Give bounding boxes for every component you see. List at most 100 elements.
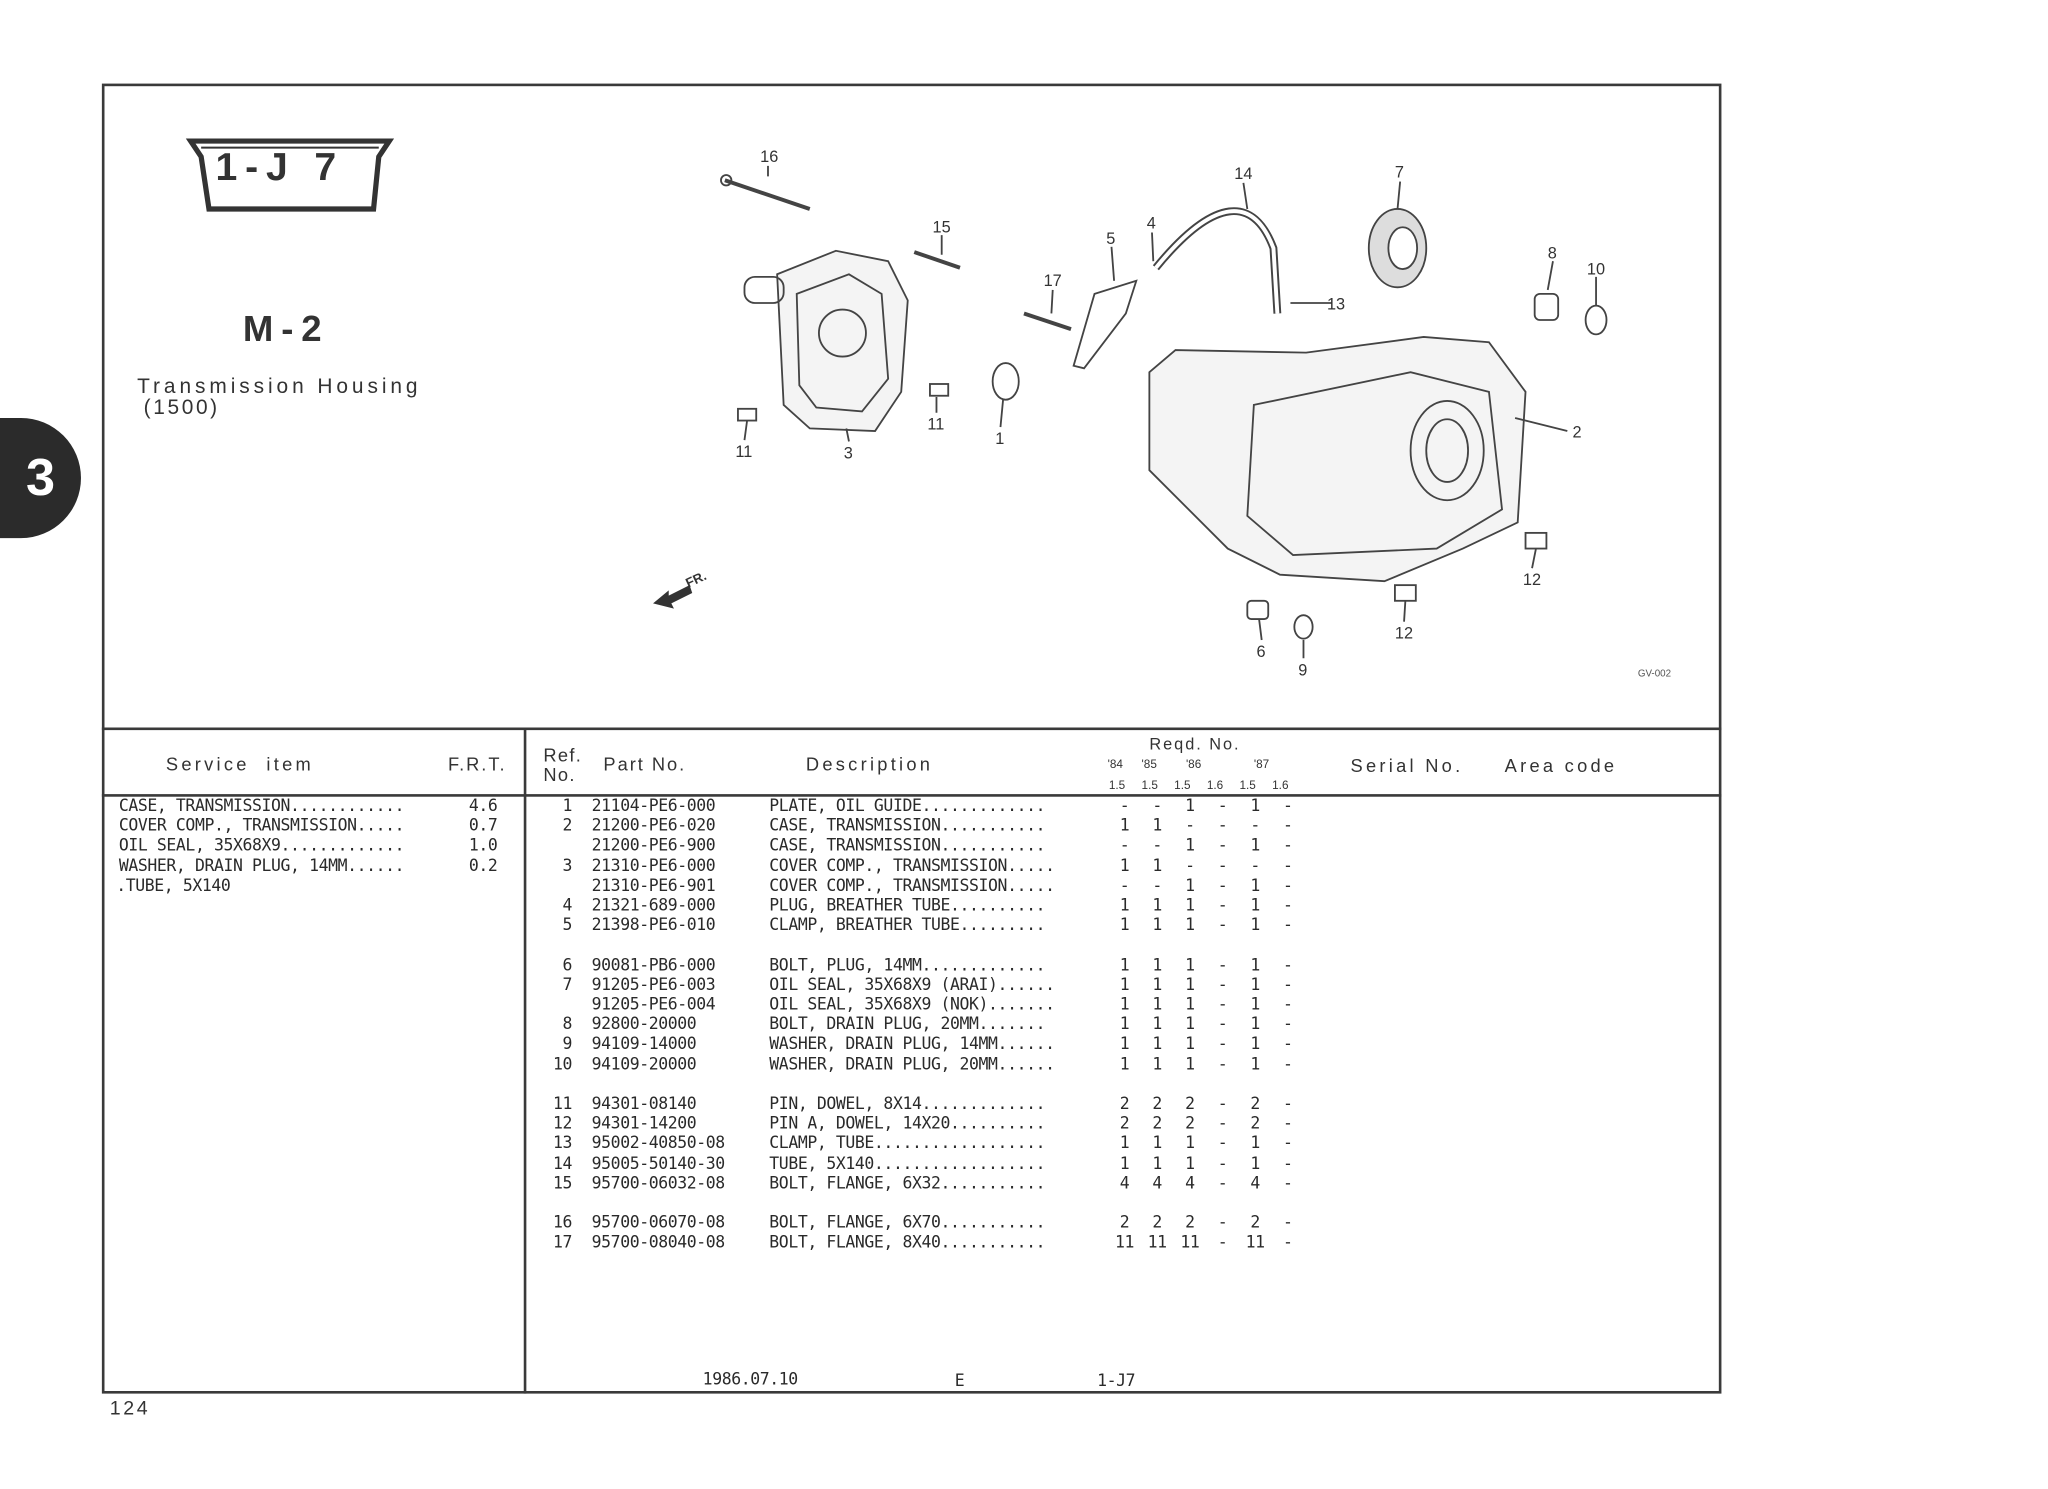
required-qty: 1 <box>1185 894 1195 915</box>
part-number: 90081-PB6-000 <box>591 954 716 974</box>
callout-2: 2 <box>1573 424 1582 442</box>
callout-12b: 12 <box>1395 625 1413 643</box>
part-description: BOLT, FLANGE, 6X32........... <box>769 1172 1046 1193</box>
cover-part-illustration <box>743 249 909 432</box>
required-qty: - <box>1250 854 1260 875</box>
part-description: PLUG, BREATHER TUBE.......... <box>769 894 1046 915</box>
required-qty: - <box>1119 795 1130 816</box>
required-qty: - <box>1283 1093 1293 1113</box>
required-qty: 1 <box>1152 914 1162 935</box>
required-qty: - <box>1283 795 1293 816</box>
required-qty: - <box>1217 1172 1228 1193</box>
part-no-header: Part No. <box>603 753 687 775</box>
front-arrow-icon: FR. <box>653 568 709 609</box>
part-number: 92800-20000 <box>591 1013 697 1034</box>
required-qty: 2 <box>1152 1113 1162 1133</box>
callout-9: 9 <box>1298 661 1307 679</box>
header-divider <box>101 794 1722 797</box>
required-qty: - <box>1283 1033 1293 1054</box>
engine-size-header: 1.6 <box>1272 778 1289 792</box>
required-qty: - <box>1283 1053 1293 1074</box>
required-qty: - <box>1152 795 1162 816</box>
required-qty: 2 <box>1250 1212 1260 1232</box>
required-qty: 1 <box>1185 1033 1195 1054</box>
required-qty: - <box>1217 1132 1228 1153</box>
page-subtitle: (1500) <box>143 397 220 420</box>
required-qty: 1 <box>1152 1053 1162 1074</box>
required-qty: - <box>1217 1093 1228 1113</box>
service-item-name: .TUBE, 5X140 <box>116 874 231 895</box>
ref-no: 13 <box>553 1132 573 1153</box>
ref-no: 12 <box>553 1113 573 1133</box>
part-description: BOLT, PLUG, 14MM............. <box>769 954 1046 974</box>
required-qty: 1 <box>1250 795 1260 816</box>
ref-no: 1 <box>562 795 573 816</box>
required-qty: - <box>1217 993 1228 1014</box>
required-qty: 1 <box>1250 1132 1260 1153</box>
required-qty: - <box>1283 914 1293 935</box>
ref-header-2: No. <box>543 764 576 785</box>
part-description: CLAMP, TUBE.................. <box>769 1132 1046 1153</box>
required-qty: - <box>1217 874 1228 895</box>
part-description: BOLT, FLANGE, 6X70........... <box>769 1212 1046 1232</box>
required-qty: - <box>1217 954 1228 974</box>
part-description: CASE, TRANSMISSION........... <box>769 835 1046 855</box>
required-qty: - <box>1250 815 1260 835</box>
engine-size-header: 1.6 <box>1206 778 1224 792</box>
part-description: COVER COMP., TRANSMISSION..... <box>769 854 1055 875</box>
callout-8: 8 <box>1548 245 1557 263</box>
svg-text:FR.: FR. <box>683 568 708 590</box>
required-qty: 1 <box>1250 974 1260 994</box>
part-number: 95700-08040-08 <box>591 1232 726 1252</box>
page-title: Transmission Housing <box>137 376 422 399</box>
part-number: 94301-14200 <box>591 1113 697 1133</box>
required-qty: 2 <box>1185 1093 1195 1113</box>
required-qty: - <box>1119 874 1130 895</box>
diagram-code: GV-002 B <box>1638 669 1672 680</box>
required-qty: 2 <box>1185 1212 1195 1232</box>
required-qty: 2 <box>1152 1212 1162 1232</box>
callout-16: 16 <box>760 148 778 166</box>
part-description: TUBE, 5X140.................. <box>769 1152 1046 1173</box>
ref-no: 3 <box>562 854 573 875</box>
footer-region: E <box>954 1370 965 1390</box>
required-qty: 1 <box>1152 894 1162 915</box>
required-qty: 1 <box>1185 993 1195 1014</box>
divider <box>101 727 1722 731</box>
part-number: 91205-PE6-003 <box>591 974 716 994</box>
required-qty: 1 <box>1119 974 1130 994</box>
required-qty: 1 <box>1119 1152 1130 1173</box>
required-qty: 1 <box>1250 1033 1260 1054</box>
callout-1: 1 <box>995 430 1004 448</box>
required-qty: - <box>1185 854 1195 875</box>
part-number: 95700-06070-08 <box>591 1212 726 1232</box>
service-item-frt: 0.7 <box>468 815 498 835</box>
section-tab[interactable]: 3 <box>0 417 81 539</box>
required-qty: - <box>1283 954 1293 974</box>
required-qty: - <box>1217 1152 1228 1173</box>
ref-header-1: Ref. <box>543 744 583 766</box>
required-qty: 1 <box>1250 1053 1260 1074</box>
part-number: 21398-PE6-010 <box>591 914 716 935</box>
required-qty: 1 <box>1185 1152 1195 1173</box>
